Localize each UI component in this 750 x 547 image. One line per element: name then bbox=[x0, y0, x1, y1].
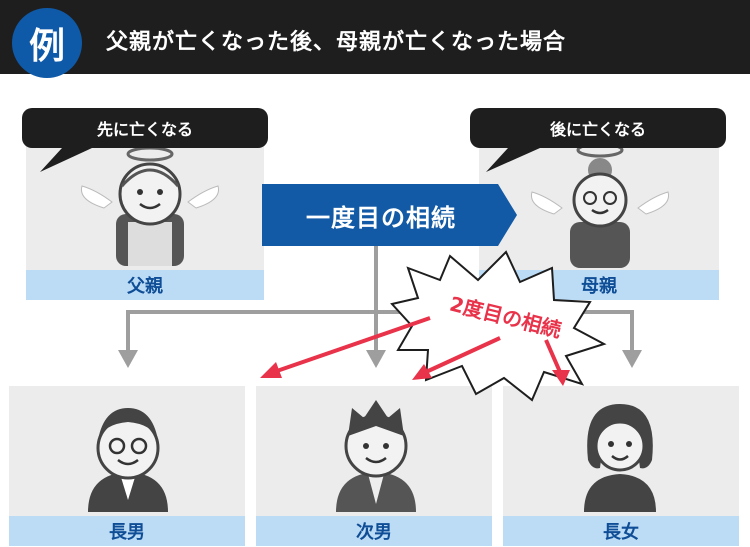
eldest-daughter-name-label: 長女 bbox=[503, 516, 739, 546]
father-left-wing-icon bbox=[80, 185, 113, 209]
page-title: 父親が亡くなった後、母親が亡くなった場合 bbox=[106, 30, 567, 55]
mother-angel-icon bbox=[530, 142, 670, 268]
second-son-icon bbox=[336, 400, 416, 512]
eldest-daughter-face-icon bbox=[594, 420, 646, 472]
eldest-daughter-dress-icon bbox=[584, 474, 656, 512]
mother-speech-bubble: 後に亡くなる bbox=[470, 108, 726, 148]
connector-arrowheads bbox=[118, 350, 642, 368]
eldest-daughter-icon bbox=[584, 404, 656, 512]
arrow-to-eldest-daughter bbox=[622, 350, 642, 368]
father-face-icon bbox=[118, 162, 182, 226]
mother-body-icon bbox=[570, 222, 630, 268]
father-shirt-icon bbox=[128, 222, 172, 266]
father-right-wing-icon bbox=[187, 185, 220, 209]
father-halo-icon bbox=[126, 146, 174, 162]
arrow-to-eldest-son bbox=[118, 350, 138, 368]
mother-bubble-tail bbox=[486, 148, 540, 172]
eldest-daughter-hair-icon bbox=[587, 404, 653, 469]
father-bubble-tail bbox=[40, 148, 92, 172]
example-badge: 例 bbox=[12, 8, 82, 78]
father-name-label: 父親 bbox=[26, 270, 264, 300]
header-bar bbox=[0, 0, 750, 74]
father-angel-icon bbox=[80, 146, 220, 266]
first-inheritance-arrow bbox=[262, 184, 517, 246]
red-arrowhead-2 bbox=[412, 364, 432, 380]
second-inheritance-arrows bbox=[273, 316, 562, 374]
red-arrowhead-1 bbox=[260, 362, 282, 378]
mother-right-wing-icon bbox=[637, 191, 670, 215]
mother-face-icon bbox=[572, 172, 628, 228]
red-arrowhead-3 bbox=[552, 370, 570, 386]
mother-left-wing-icon bbox=[530, 191, 563, 215]
eldest-son-icon bbox=[88, 408, 168, 512]
arrow-to-second-son bbox=[366, 350, 386, 368]
first-inheritance-label: 一度目の相続 bbox=[306, 203, 456, 232]
second-son-name-label: 次男 bbox=[256, 516, 492, 546]
eldest-son-name-label: 長男 bbox=[9, 516, 245, 546]
father-speech-bubble: 先に亡くなる bbox=[22, 108, 268, 148]
